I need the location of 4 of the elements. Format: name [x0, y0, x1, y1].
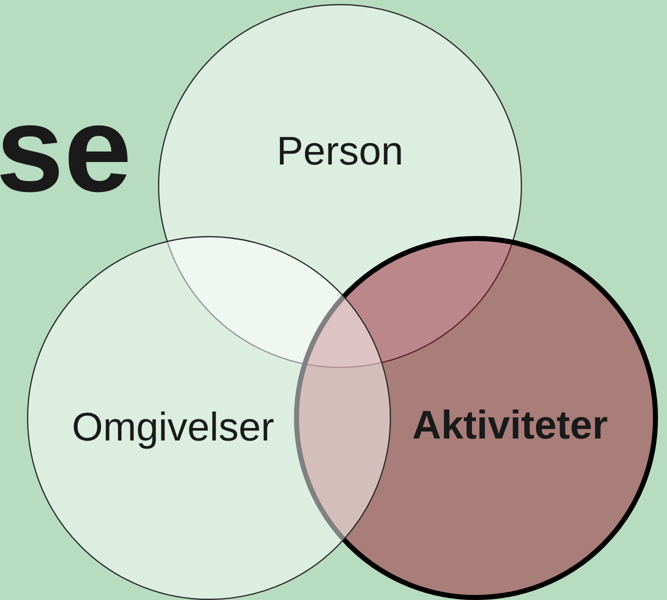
circle-label: Person — [276, 130, 404, 174]
circle-label: Aktiviteter — [412, 404, 608, 448]
circle-label: Omgivelser — [72, 406, 274, 450]
title-fragment: se — [0, 88, 132, 210]
